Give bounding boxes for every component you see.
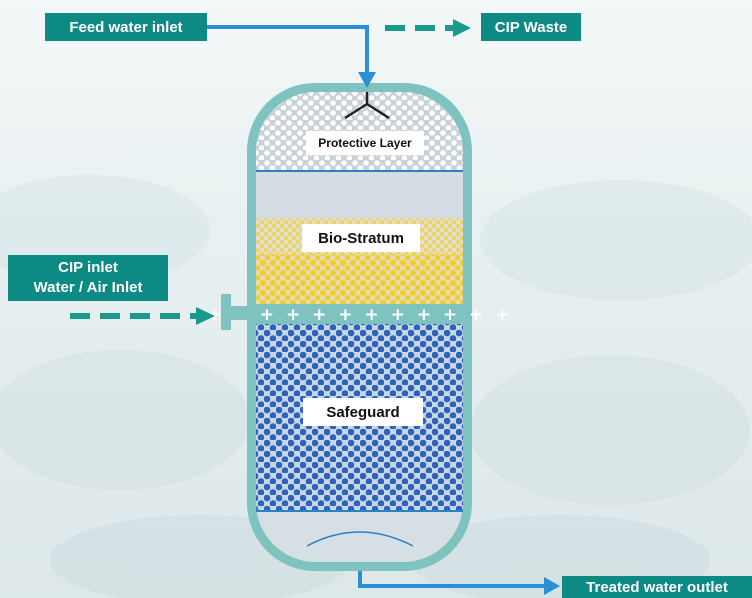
svg-text:+ + + + + + + + + + + +: + + + + + + + + + + + + [207, 305, 512, 325]
treated-water-outlet-tag: Treated water outlet [562, 576, 752, 598]
cip-inlet-tag: CIP inlet Water / Air Inlet [8, 255, 168, 301]
cip-waste-label: CIP Waste [494, 18, 568, 36]
bottom-plenum [256, 512, 463, 562]
treated-water-outlet-label: Treated water outlet [586, 578, 728, 596]
cip-waste-tag: CIP Waste [481, 13, 581, 41]
cip-inlet-pipe [227, 306, 259, 320]
water-air-inlet-label: Water / Air Inlet [33, 279, 143, 296]
cip-inlet-label: CIP inlet [58, 259, 118, 276]
protective-layer-label: Protective Layer [306, 131, 424, 155]
bio-stratum-label: Bio-Stratum [302, 224, 420, 252]
nozzle-plate [256, 304, 463, 324]
nozzle-plus-marks: + + + + + + + + + + + + [207, 305, 512, 325]
cip-inlet-arrowhead [196, 307, 215, 325]
bio-media-dots [256, 254, 463, 304]
feed-water-arrowhead [358, 72, 376, 88]
feed-water-flow-arrow [207, 25, 369, 78]
treated-water-arrowhead [544, 577, 560, 595]
inlet-distributor [344, 92, 390, 120]
outlet-collector [306, 531, 414, 547]
safeguard-label: Safeguard [303, 398, 423, 426]
freeboard-zone [256, 172, 463, 218]
treated-water-flow-arrow [358, 571, 548, 588]
feed-water-inlet-label: Feed water inlet [69, 18, 183, 36]
feed-water-inlet-tag: Feed water inlet [45, 13, 207, 41]
cip-inlet-flange [221, 294, 231, 330]
cip-waste-arrowhead [453, 19, 471, 37]
